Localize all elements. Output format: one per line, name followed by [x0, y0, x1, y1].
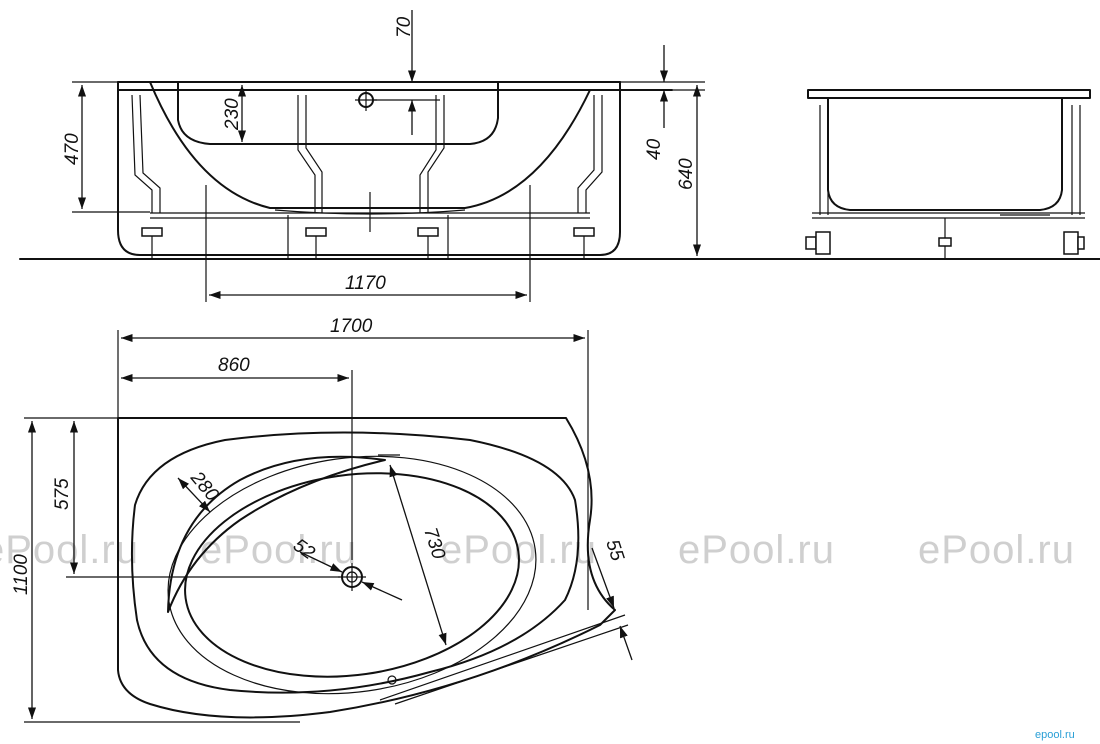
dim-230: 230	[222, 98, 243, 131]
front-leg-4	[577, 95, 603, 213]
side-legs	[819, 105, 1081, 215]
dim-280: 280	[186, 467, 223, 506]
dim-70: 70	[394, 16, 415, 38]
watermark-text-2: ePool.ru	[200, 528, 357, 572]
front-view: 70 470 230 40 640 1170	[62, 10, 705, 302]
dim-1100: 1100	[11, 554, 32, 595]
dim-575: 575	[52, 478, 73, 510]
side-shell	[827, 97, 1063, 211]
watermark-row: ePool.ru ePool.ru ePool.ru ePool.ru ePoo…	[0, 528, 1075, 572]
watermark-text-1: ePool.ru	[0, 528, 139, 572]
dim-1170: 1170	[345, 273, 386, 294]
dim-860: 860	[218, 355, 250, 376]
side-rim	[807, 89, 1091, 99]
watermark-text-5: ePool.ru	[918, 528, 1075, 572]
side-view	[805, 89, 1091, 259]
dim-640: 640	[676, 158, 697, 190]
dim-55: 55	[601, 537, 628, 564]
watermark-text-4: ePool.ru	[678, 528, 835, 572]
front-outer-shell	[117, 81, 621, 256]
plan-headrest	[167, 455, 386, 613]
front-leg-1	[131, 94, 161, 213]
dim-470: 470	[62, 133, 83, 165]
plan-view: 1700 860 575 1100 280 52 730 55	[11, 316, 633, 723]
side-frame	[812, 212, 1085, 219]
brand-logo-text: epool.ru	[1035, 729, 1075, 741]
plan-basin	[184, 472, 520, 678]
plan-inner-rim	[130, 431, 580, 694]
front-leg-3	[419, 95, 445, 213]
front-back-panel	[177, 81, 499, 145]
front-leg-2	[297, 95, 323, 213]
front-feet	[141, 215, 595, 259]
dim-40: 40	[644, 138, 665, 160]
dim-1700: 1700	[330, 316, 373, 337]
plan-skirt-lines	[379, 614, 629, 705]
front-basin-curve	[149, 81, 591, 209]
